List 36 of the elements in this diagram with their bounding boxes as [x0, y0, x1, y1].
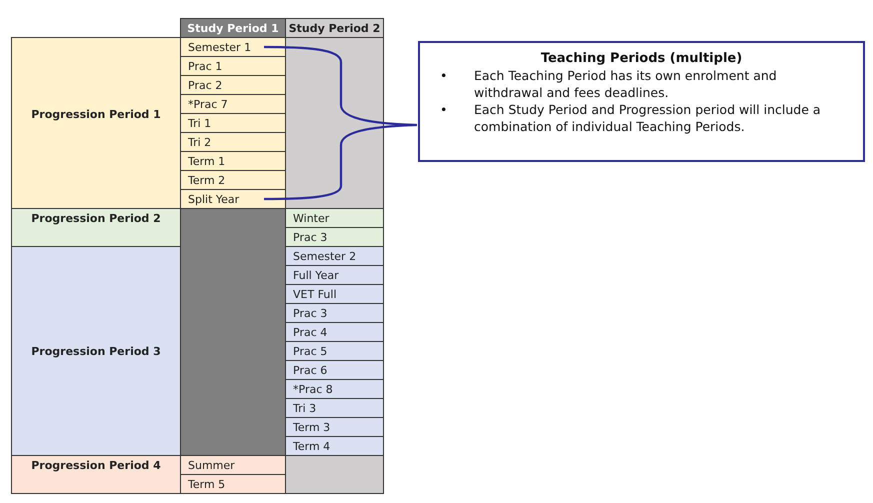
table-cell: Prac 3	[285, 227, 384, 247]
row-header: Progression Period 1	[11, 37, 181, 209]
table-cell: VET Full	[285, 284, 384, 304]
table-cell: Prac 1	[180, 56, 286, 76]
bullet-text: Each Study Period and Progression period will include a combination of individual Teaching Periods.	[474, 102, 822, 136]
table-cell: Term 4	[285, 436, 384, 456]
bullet: •	[440, 68, 448, 85]
table-cell: Tri 1	[180, 113, 286, 133]
table-cell: Prac 6	[285, 360, 384, 380]
table-cell: Semester 1	[180, 37, 286, 57]
bullet-text: Each Teaching Period has its own enrolment and withdrawal and fees deadlines.	[474, 68, 778, 102]
row-header: Progression Period 2	[11, 208, 181, 247]
table-cell: Term 1	[180, 151, 286, 171]
row-header: Progression Period 4	[11, 455, 181, 494]
table-cell: *Prac 8	[285, 379, 384, 399]
table-cell: Prac 4	[285, 322, 384, 342]
table-cell: Prac 2	[180, 75, 286, 95]
table-cell: Semester 2	[285, 246, 384, 266]
callout-box	[418, 41, 865, 162]
column-header: Study Period 1	[180, 18, 286, 38]
column-header: Study Period 2	[285, 18, 384, 38]
table-cell: Winter	[285, 208, 384, 228]
bullet: •	[440, 102, 448, 119]
callout-heading: Teaching Periods (multiple)	[540, 51, 744, 66]
table-cell: Full Year	[285, 265, 384, 285]
table-cell: Prac 3	[285, 303, 384, 323]
table-cell: *Prac 7	[180, 94, 286, 114]
table-cell: Summer	[180, 455, 286, 475]
table-cell: Term 3	[285, 417, 384, 437]
row-header: Progression Period 3	[11, 246, 181, 456]
table-cell: Tri 3	[285, 398, 384, 418]
table-cell: Split Year	[180, 189, 286, 209]
table-cell: Term 2	[180, 170, 286, 190]
table-cell: Term 5	[180, 474, 286, 494]
table-cell: Prac 5	[285, 341, 384, 361]
table-cell: Tri 2	[180, 132, 286, 152]
